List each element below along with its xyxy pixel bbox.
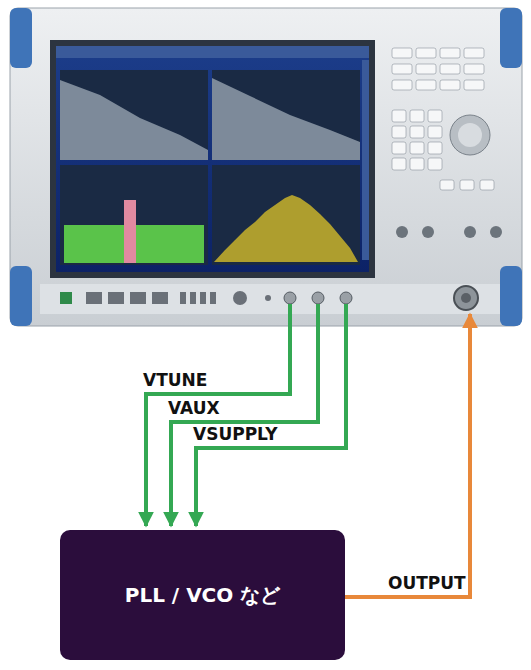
instrument-part <box>464 226 476 238</box>
instrument-part <box>422 226 434 238</box>
front-strip <box>40 284 500 314</box>
vtune-wire <box>146 304 290 526</box>
instrument-part <box>340 292 352 304</box>
instrument-part <box>312 292 324 304</box>
signal-name: VTUNE <box>143 370 207 390</box>
trace <box>124 200 136 263</box>
rotary-knob <box>450 115 490 155</box>
instrument-part <box>440 48 460 58</box>
softkey-bar <box>362 60 369 260</box>
screen-pane <box>60 165 208 265</box>
rotary-knob <box>458 123 482 147</box>
power-button <box>60 292 72 304</box>
instrument-part <box>416 80 436 90</box>
instrument-part <box>464 48 484 58</box>
instrument-part <box>440 80 460 90</box>
instrument-part <box>392 126 406 138</box>
screen-bezel <box>50 40 375 278</box>
front-buttons <box>86 291 271 305</box>
trace <box>214 195 358 262</box>
instrument-part <box>428 158 442 170</box>
instrument-part <box>108 292 124 304</box>
instrument-part <box>410 126 424 138</box>
keypad <box>392 48 494 190</box>
instrument-part <box>410 158 424 170</box>
signal-name: VAUX <box>168 398 220 418</box>
instrument-part <box>428 142 442 154</box>
corner-guard <box>500 266 522 326</box>
instrument-part <box>410 142 424 154</box>
instrument-part <box>460 180 474 190</box>
rf-input-connector <box>461 293 471 303</box>
instrument-part <box>392 110 406 122</box>
instrument-part <box>392 158 406 170</box>
signal-wires <box>146 304 346 526</box>
instrument-part <box>233 291 247 305</box>
instrument-part <box>130 292 146 304</box>
instrument-part <box>86 292 102 304</box>
front-connectors <box>396 226 502 238</box>
instrument-part <box>210 292 216 304</box>
signal-name: VSUPPLY <box>193 424 278 444</box>
instrument-part <box>392 80 412 90</box>
instrument-part <box>284 292 296 304</box>
instrument-part <box>152 292 168 304</box>
trace <box>64 225 124 263</box>
menu-bar <box>56 46 369 58</box>
corner-guard <box>500 8 522 68</box>
output-wire <box>345 314 470 597</box>
screen-pane <box>60 70 208 160</box>
instrument-part <box>440 180 454 190</box>
port-connector <box>284 292 352 304</box>
instrument-part <box>416 64 436 74</box>
instrument-part <box>464 80 484 90</box>
instrument-body <box>10 8 522 326</box>
trace <box>212 78 360 160</box>
box-label: PLL / VCO など <box>125 582 281 609</box>
instrument-part <box>416 48 436 58</box>
screen-pane <box>212 165 360 265</box>
instrument-part <box>440 64 460 74</box>
instrument-part <box>428 126 442 138</box>
instrument-part <box>490 226 502 238</box>
screen <box>56 46 369 272</box>
corner-guard <box>10 266 32 326</box>
signal-name: OUTPUT <box>388 573 466 593</box>
instrument-part <box>190 292 196 304</box>
instrument-part <box>428 110 442 122</box>
instrument-part <box>480 180 494 190</box>
instrument-part <box>180 292 186 304</box>
process-box: PLL / VCO など <box>60 530 345 660</box>
instrument-part <box>200 292 206 304</box>
instrument-part <box>392 142 406 154</box>
instrument-part <box>392 48 412 58</box>
instrument-part <box>410 110 424 122</box>
screen-pane <box>212 70 360 160</box>
corner-guard <box>10 8 32 68</box>
trace <box>60 80 208 160</box>
instrument-part <box>396 226 408 238</box>
instrument-part <box>265 295 271 301</box>
instrument-part <box>392 64 412 74</box>
instrument-part <box>464 64 484 74</box>
rf-input-connector <box>454 286 478 310</box>
trace <box>136 225 204 263</box>
